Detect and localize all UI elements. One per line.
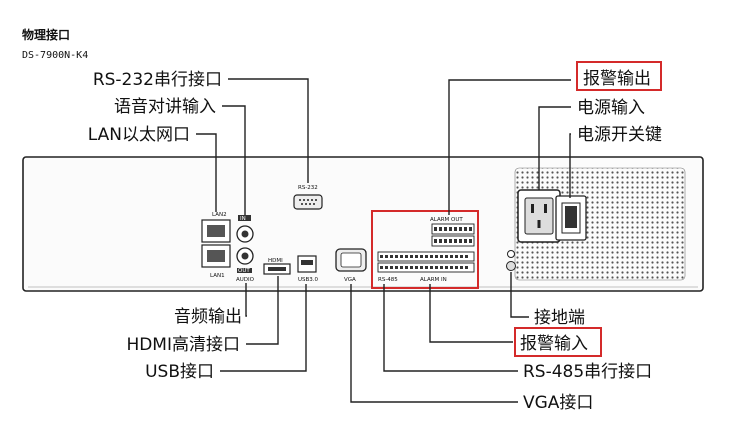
audio-out-mark: OUT <box>238 268 250 274</box>
label-usb: USB接口 <box>145 362 214 382</box>
leader-audio-out <box>245 283 247 317</box>
leader-vga <box>350 284 518 403</box>
label-audio-out: 音频输出 <box>174 307 242 327</box>
alarm-out-highlight <box>576 61 662 91</box>
vga-port: VGA <box>335 248 367 283</box>
leader-alarm-in <box>429 284 513 343</box>
power-inlet <box>517 189 561 243</box>
alarm-in-highlight <box>514 327 602 357</box>
label-lan: LAN以太网口 <box>88 125 190 145</box>
leader-power-switch <box>569 133 571 198</box>
label-rs232: RS-232串行接口 <box>93 70 222 90</box>
label-vga: VGA接口 <box>523 393 593 413</box>
usb-port: USB3.0 <box>297 255 319 283</box>
rs232-port: RS-232 <box>293 185 323 210</box>
alarm-out-panel-label: ALARM OUT <box>430 217 463 223</box>
usb-panel-label: USB3.0 <box>298 277 319 283</box>
label-alarm-in: 报警输入 <box>520 334 588 354</box>
alarm-in-panel-label: ALARM IN <box>420 277 447 283</box>
label-hdmi: HDMI高清接口 <box>126 335 240 355</box>
model-number: DS-7900N-K4 <box>22 50 89 61</box>
rs232-panel-label: RS-232 <box>298 185 318 191</box>
power-switch <box>555 195 587 241</box>
section-title: 物理接口 <box>22 28 71 42</box>
ground-terminal <box>506 250 516 271</box>
alarm-terminal-block: ALARM OUT RS-485 ALARM IN <box>371 210 479 289</box>
vga-panel-label: VGA <box>344 277 356 283</box>
audio-in-mark: IN <box>240 216 246 222</box>
rs485-panel-label: RS-485 <box>378 277 398 283</box>
lan1-panel-label: LAN1 <box>210 273 225 279</box>
leader-usb <box>220 284 307 372</box>
hdmi-port: HDMI <box>263 258 291 275</box>
leader-lines <box>196 78 571 403</box>
leader-ground <box>510 272 529 318</box>
leader-hdmi <box>246 276 279 345</box>
leader-rs485 <box>383 284 518 372</box>
audio-panel-label: AUDIO <box>236 277 255 283</box>
lan-ports: LAN2 LAN1 <box>201 212 231 279</box>
lan2-panel-label: LAN2 <box>212 212 227 218</box>
label-power-switch: 电源开关键 <box>577 125 662 145</box>
label-ground: 接地端 <box>534 308 585 328</box>
label-rs485: RS-485串行接口 <box>523 362 652 382</box>
leader-alarm-out <box>448 79 571 215</box>
leader-rs232 <box>228 78 309 183</box>
audio-jacks: IN OUT AUDIO <box>236 215 255 283</box>
leader-power-in <box>538 106 571 190</box>
leader-audio-in <box>222 105 246 215</box>
leader-lan <box>196 133 217 212</box>
label-power-in: 电源输入 <box>577 98 645 118</box>
label-alarm-out: 报警输出 <box>583 69 651 89</box>
hdmi-panel-label: HDMI <box>268 258 283 264</box>
label-audio-in: 语音对讲输入 <box>114 97 216 117</box>
